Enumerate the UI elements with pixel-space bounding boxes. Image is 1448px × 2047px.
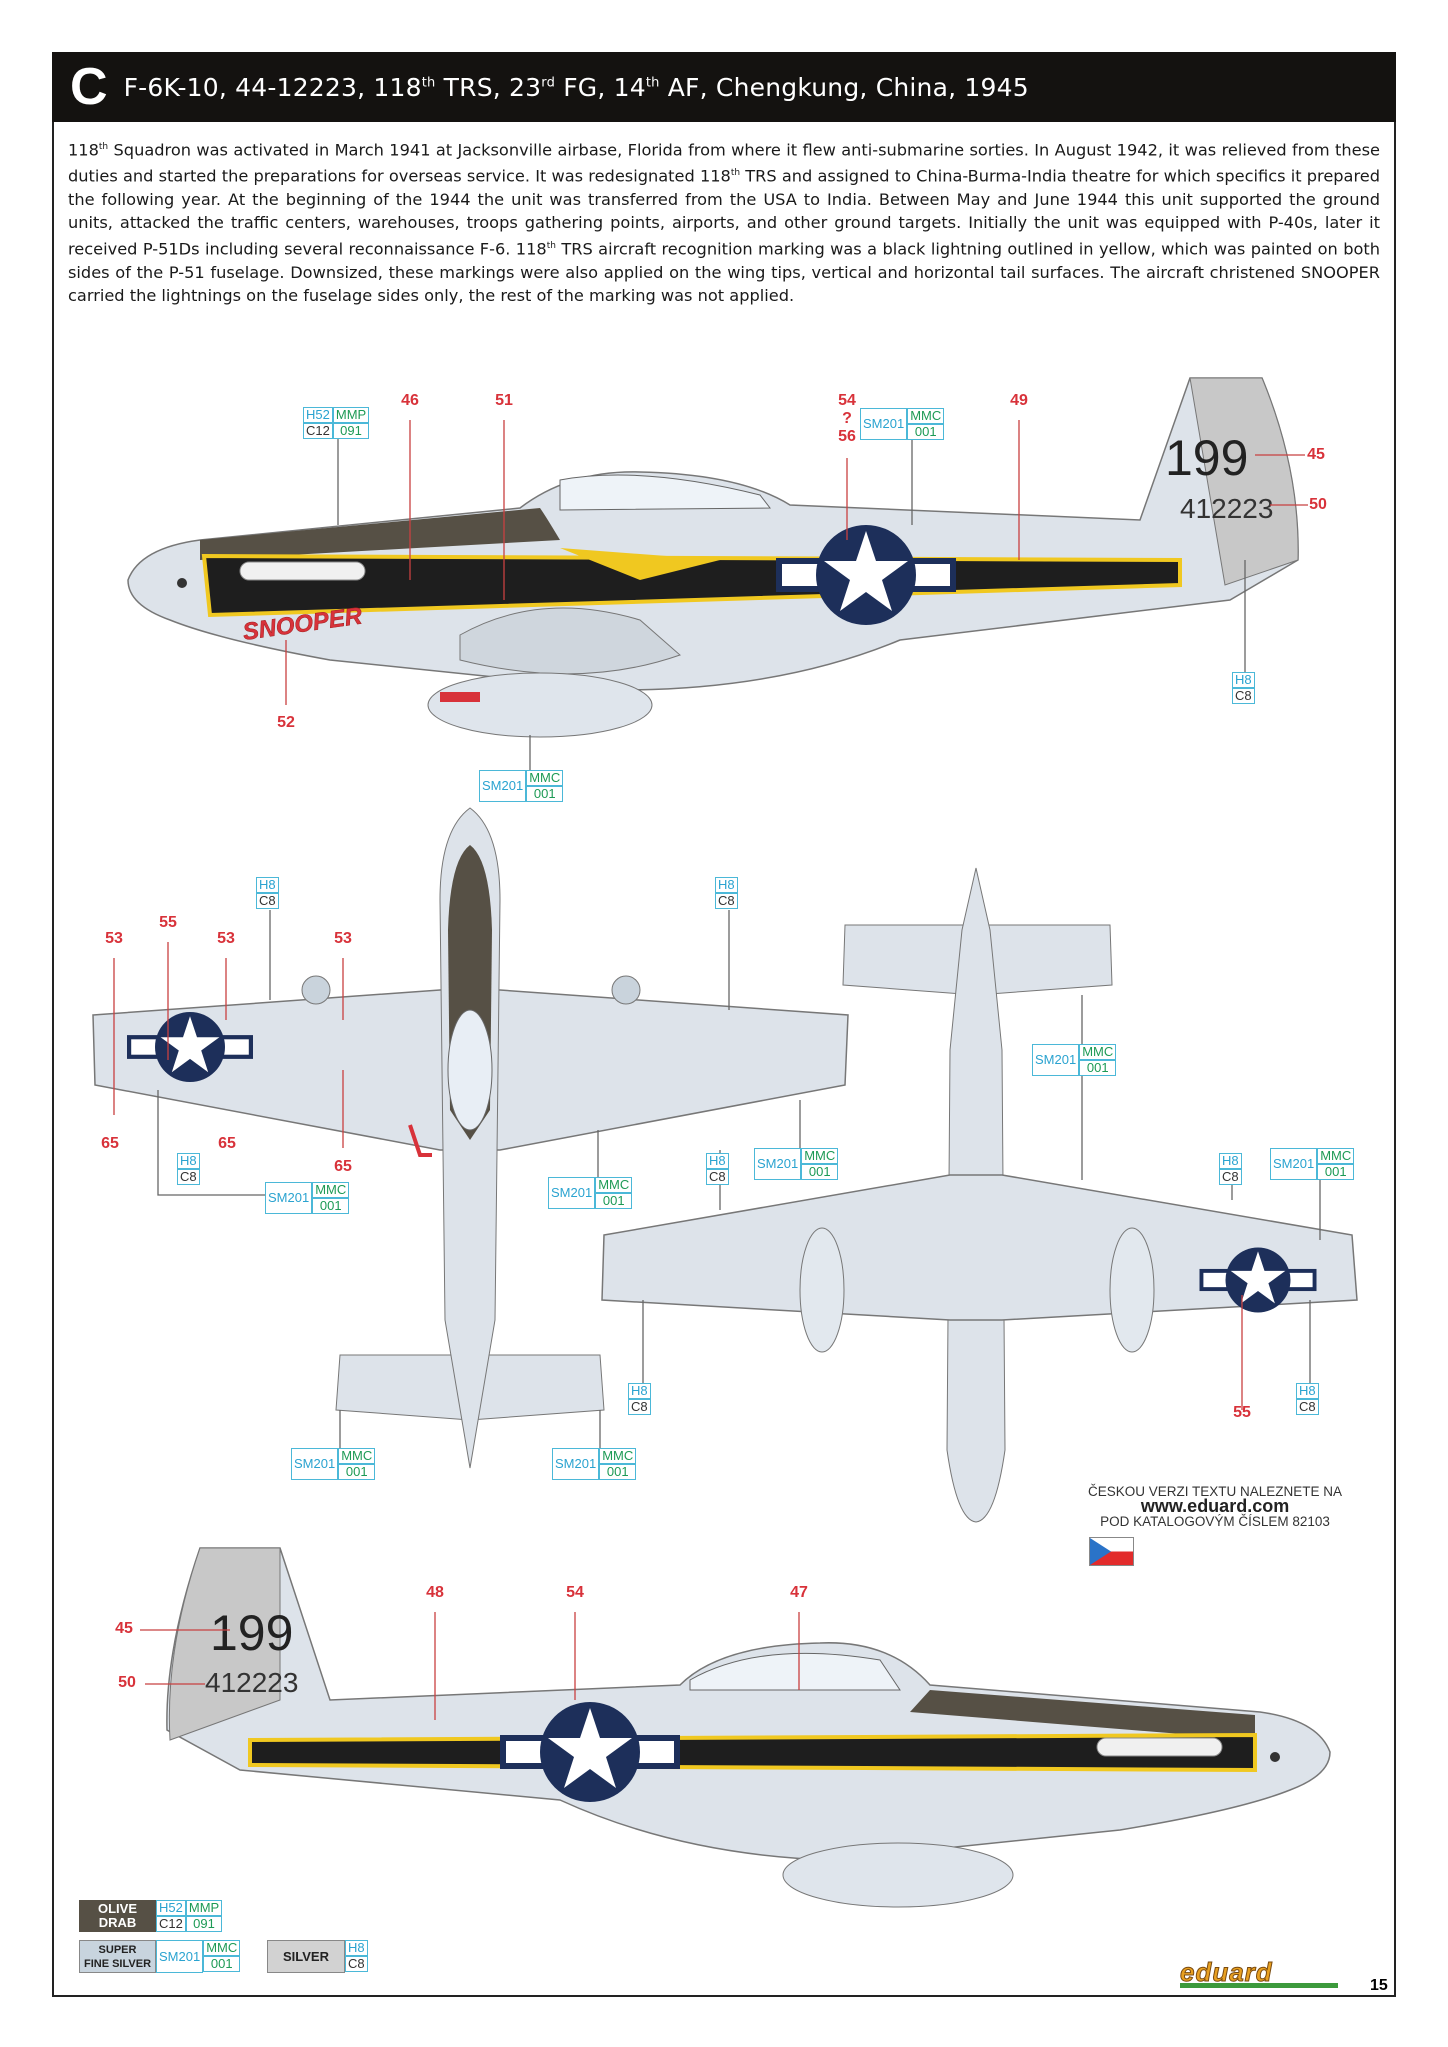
callout-53: 53 [105,930,123,947]
serial-number: 412223 [1180,493,1273,524]
callout-55: 55 [1233,1404,1251,1421]
serial-number-right: 412223 [205,1667,298,1698]
profile-title: F-6K-10, 44-12223, 118th TRS, 23rd FG, 1… [123,72,1029,102]
czech-flag-icon [1089,1537,1134,1566]
callout-49: 49 [1010,392,1028,409]
right-side-view: 199 412223 [166,1547,1331,1908]
callout-56: 56 [838,428,856,445]
callout-47: 47 [790,1584,808,1601]
top-view [92,807,849,1469]
callout-54: 54 [838,392,856,409]
eduard-logo-underline [1180,1983,1338,1988]
callout-48: 48 [426,1584,444,1601]
callout-53: 53 [334,930,352,947]
bottom-view [601,867,1358,1523]
callout-55: 55 [159,914,177,931]
callout-65: 65 [334,1158,352,1175]
callout-54: 54 [566,1584,584,1601]
tail-number-right: 199 [210,1605,293,1661]
page-number: 15 [1370,1977,1388,1994]
profile-header: C F-6K-10, 44-12223, 118th TRS, 23rd FG,… [52,52,1396,122]
callout-52: 52 [277,714,295,731]
tail-number: 199 [1165,430,1248,486]
eduard-url[interactable]: www.eduard.com [1140,1496,1290,1516]
callout-51: 51 [495,392,513,409]
callout-50: 50 [118,1674,136,1691]
czech-version-note: ČESKOU VERZI TEXTU NALEZNETE NA www.edua… [1088,1484,1343,1529]
eduard-logo: eduard [1180,1957,1273,1988]
callout-45: 45 [1307,446,1325,463]
callout-53: 53 [217,930,235,947]
callout-65: 65 [218,1135,236,1152]
callout-45: 45 [115,1620,133,1637]
callout-46: 46 [401,392,419,409]
profile-letter: C [70,58,108,116]
leader-lines [113,420,1321,1720]
callout-question: ? [842,410,852,427]
left-side-view: 199 412223 SNOOPER [127,377,1299,738]
history-paragraph: 118th Squadron was activated in March 19… [68,140,1381,306]
callout-65: 65 [101,1135,119,1152]
callout-50: 50 [1309,496,1327,513]
